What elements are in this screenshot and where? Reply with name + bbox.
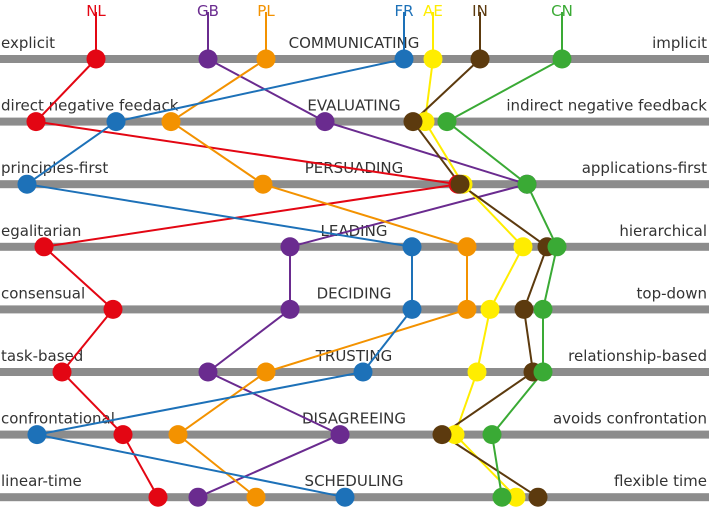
scale-right-label: hierarchical bbox=[619, 222, 707, 240]
point-ae-deciding bbox=[480, 299, 500, 319]
point-in-scheduling bbox=[528, 487, 548, 507]
point-ae-leading bbox=[513, 237, 533, 257]
scale-left-label: linear-time bbox=[1, 472, 82, 490]
scale-name-label: DISAGREEING bbox=[302, 410, 406, 428]
point-pl-scheduling bbox=[246, 487, 266, 507]
point-gb-evaluating bbox=[315, 112, 335, 132]
point-pl-deciding bbox=[457, 299, 477, 319]
point-fr-trusting bbox=[353, 362, 373, 382]
scale-name-label: COMMUNICATING bbox=[289, 34, 420, 52]
point-nl-trusting bbox=[52, 362, 72, 382]
series-points bbox=[17, 49, 572, 507]
point-gb-communicating bbox=[198, 49, 218, 69]
point-cn-persuading bbox=[517, 174, 537, 194]
point-pl-evaluating bbox=[161, 112, 181, 132]
scale-left-label: consensual bbox=[1, 284, 85, 302]
point-fr-disagreeing bbox=[27, 425, 47, 445]
point-fr-evaluating bbox=[106, 112, 126, 132]
point-in-evaluating bbox=[403, 112, 423, 132]
point-fr-communicating bbox=[394, 49, 414, 69]
scale-bar-evaluating bbox=[0, 117, 709, 126]
point-nl-disagreeing bbox=[113, 425, 133, 445]
point-nl-scheduling bbox=[148, 487, 168, 507]
scale-right-label: indirect negative feedback bbox=[506, 97, 707, 115]
series-line-ae bbox=[424, 12, 524, 498]
point-fr-scheduling bbox=[335, 487, 355, 507]
scale-left-label: principles-first bbox=[1, 159, 108, 177]
series-code-in: IN bbox=[472, 2, 488, 20]
point-fr-leading bbox=[402, 237, 422, 257]
scale-bar-persuading bbox=[0, 180, 709, 189]
series-code-fr: FR bbox=[394, 2, 413, 20]
scale-right-label: relationship-based bbox=[568, 347, 707, 365]
point-pl-trusting bbox=[256, 362, 276, 382]
point-nl-leading bbox=[34, 237, 54, 257]
scale-right-label: top-down bbox=[637, 284, 707, 302]
point-nl-deciding bbox=[103, 299, 123, 319]
point-in-persuading bbox=[450, 174, 470, 194]
point-ae-communicating bbox=[423, 49, 443, 69]
series-codes: NL GB PL FR AE IN CN bbox=[86, 2, 573, 20]
scale-name-label: EVALUATING bbox=[307, 97, 400, 115]
point-cn-disagreeing bbox=[482, 425, 502, 445]
point-in-disagreeing bbox=[432, 425, 452, 445]
scale-name-label: SCHEDULING bbox=[305, 472, 404, 490]
series-code-ae: AE bbox=[423, 2, 443, 20]
scale-bar-disagreeing bbox=[0, 430, 709, 439]
point-fr-persuading bbox=[17, 174, 37, 194]
point-gb-disagreeing bbox=[330, 425, 350, 445]
scale-bar-leading bbox=[0, 242, 709, 251]
scale-name-label: DECIDING bbox=[317, 284, 392, 302]
scale-right-label: applications-first bbox=[582, 159, 707, 177]
series-code-pl: PL bbox=[257, 2, 275, 20]
point-pl-disagreeing bbox=[168, 425, 188, 445]
scale-left-label: direct negative feedack bbox=[1, 97, 179, 115]
point-in-communicating bbox=[470, 49, 490, 69]
scale-right-label: avoids confrontation bbox=[553, 410, 707, 428]
point-gb-trusting bbox=[198, 362, 218, 382]
point-cn-scheduling bbox=[492, 487, 512, 507]
point-fr-deciding bbox=[402, 299, 422, 319]
scale-bar-communicating bbox=[0, 55, 709, 63]
point-cn-deciding bbox=[533, 299, 553, 319]
scale-left-label: confrontational bbox=[1, 410, 115, 428]
point-ae-disagreeing bbox=[445, 425, 465, 445]
scale-left-label: explicit bbox=[1, 34, 55, 52]
series-code-nl: NL bbox=[86, 2, 106, 20]
scale-rows: explicit COMMUNICATING implicit direct nega… bbox=[0, 34, 709, 502]
point-nl-communicating bbox=[86, 49, 106, 69]
point-cn-evaluating bbox=[437, 112, 457, 132]
point-gb-scheduling bbox=[188, 487, 208, 507]
scale-right-label: implicit bbox=[652, 34, 707, 52]
series-code-cn: CN bbox=[551, 2, 573, 20]
series-code-gb: GB bbox=[197, 2, 219, 20]
point-gb-deciding bbox=[280, 299, 300, 319]
point-pl-persuading bbox=[253, 174, 273, 194]
point-nl-evaluating bbox=[26, 112, 46, 132]
point-ae-trusting bbox=[467, 362, 487, 382]
point-pl-leading bbox=[457, 237, 477, 257]
point-cn-trusting bbox=[533, 362, 553, 382]
point-pl-communicating bbox=[256, 49, 276, 69]
point-ae-scheduling bbox=[506, 487, 526, 507]
scale-left-label: task-based bbox=[1, 347, 83, 365]
point-cn-communicating bbox=[552, 49, 572, 69]
scale-left-label: egalitarian bbox=[1, 222, 81, 240]
point-cn-leading bbox=[547, 237, 567, 257]
scale-bar-deciding bbox=[0, 305, 709, 314]
scale-right-label: flexible time bbox=[614, 472, 707, 490]
point-in-deciding bbox=[514, 299, 534, 319]
point-gb-leading bbox=[280, 237, 300, 257]
